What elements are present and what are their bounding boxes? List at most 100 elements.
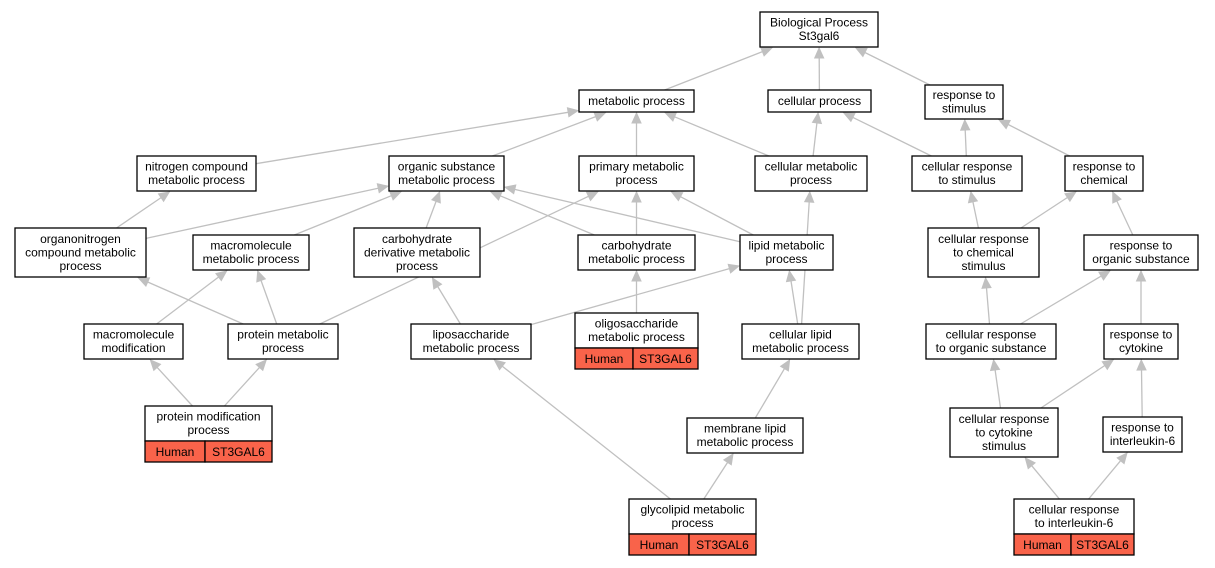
node-label-line: stimulus bbox=[942, 102, 986, 116]
node-label-line: metabolic process bbox=[697, 435, 794, 449]
edge-protein_met-to-macromolecule_met bbox=[260, 280, 278, 325]
edge-lipid-to-primary bbox=[680, 196, 754, 236]
edge-arrowhead-cell_resp_organic-to-cell_resp_chemical bbox=[981, 276, 992, 289]
node-label-line: metabolic process bbox=[588, 94, 685, 108]
gene-cell[interactable] bbox=[688, 533, 757, 556]
node-box bbox=[767, 89, 872, 113]
edge-cellular_lipid-to-lipid bbox=[790, 280, 799, 325]
edge-arrowhead-carb_derivative-to-organic_substance_met bbox=[430, 190, 441, 204]
node-label-line: compound metabolic bbox=[25, 245, 136, 259]
node-box bbox=[1103, 323, 1179, 360]
edge-arrowhead-glycolipid-to-membrane_lipid bbox=[722, 452, 734, 466]
edge-cellular_response_stimulus-to-cellular bbox=[852, 116, 932, 157]
edge-arrowhead-nitrogen-to-metabolic bbox=[566, 107, 580, 118]
node-box bbox=[949, 407, 1059, 458]
edge-arrowhead-cellular_response_stimulus-to-response_stimulus bbox=[959, 118, 971, 131]
node-label-line: process bbox=[615, 173, 657, 187]
go-node-cellular[interactable]: cellular process bbox=[767, 89, 872, 113]
edge-protein_met-to-organonitrogen bbox=[147, 281, 244, 325]
edge-arrowhead-cellular_response_stimulus-to-cellular bbox=[842, 112, 856, 123]
node-box bbox=[924, 84, 1004, 120]
edge-arrowhead-oligosaccharide-to-carbohydrate bbox=[631, 269, 642, 282]
node-box bbox=[754, 155, 868, 192]
node-label-line: organonitrogen bbox=[40, 232, 121, 246]
edge-arrowhead-resp_organic-to-response_chemical bbox=[1112, 190, 1122, 204]
go-node-metabolic[interactable]: metabolic process bbox=[578, 89, 695, 113]
edge-arrowhead-protein_met-to-macromolecule_met bbox=[256, 269, 267, 283]
edge-arrowhead-cellular_met-to-cellular bbox=[811, 111, 823, 125]
edge-arrowhead-liposaccharide-to-lipid bbox=[727, 263, 741, 274]
node-box bbox=[911, 155, 1023, 192]
node-label-line: cellular lipid bbox=[769, 328, 832, 342]
gene-cell[interactable] bbox=[204, 440, 273, 463]
edge-arrowhead-glycolipid-to-liposaccharide bbox=[493, 359, 506, 371]
edge-liposaccharide-to-lipid bbox=[530, 267, 730, 326]
gene-cell[interactable] bbox=[632, 347, 699, 370]
node-box bbox=[927, 227, 1040, 278]
edge-protein_mod-to-macromolecule_mod bbox=[156, 366, 193, 407]
species-label: Human bbox=[156, 445, 195, 459]
edge-cellular_met-to-metabolic bbox=[674, 116, 770, 157]
node-box bbox=[578, 89, 695, 113]
gene-cell[interactable] bbox=[1070, 533, 1135, 556]
node-label-line: response to bbox=[933, 88, 996, 102]
edge-arrowhead-protein_mod-to-macromolecule_mod bbox=[149, 359, 162, 372]
edge-cell_resp_organic-to-resp_organic bbox=[1020, 275, 1102, 325]
edge-arrowhead-membrane_lipid-to-cellular_lipid bbox=[779, 358, 791, 372]
edge-arrowhead-protein_mod-to-protein_met bbox=[255, 359, 268, 372]
node-box bbox=[577, 234, 696, 271]
gene-label: ST3GAL6 bbox=[696, 538, 749, 552]
edge-organonitrogen-to-nitrogen bbox=[116, 197, 162, 229]
edge-macromolecule_met-to-organic_substance_met bbox=[294, 195, 392, 236]
edge-arrowhead-cell_resp_cytokine-to-cell_resp_organic bbox=[989, 358, 1001, 372]
edge-arrowhead-macromolecule_met-to-organic_substance_met bbox=[389, 191, 402, 201]
node-label-line: carbohydrate bbox=[382, 232, 452, 246]
edge-arrowhead-cell_resp_il6-to-resp_il6 bbox=[1116, 452, 1128, 465]
node-label-line: modification bbox=[101, 341, 165, 355]
node-label-line: lipid metabolic bbox=[748, 239, 824, 253]
gene-label: ST3GAL6 bbox=[639, 352, 692, 366]
edge-protein_mod-to-protein_met bbox=[223, 366, 260, 407]
edge-arrowhead-response_chemical-to-response_stimulus bbox=[998, 119, 1011, 130]
node-label-line: derivative metabolic bbox=[364, 245, 470, 259]
node-label-line: to chemical bbox=[953, 245, 1014, 259]
gene-label: ST3GAL6 bbox=[212, 445, 265, 459]
node-box bbox=[83, 323, 184, 360]
node-box bbox=[136, 155, 257, 192]
node-box bbox=[578, 155, 695, 192]
edge-cell_resp_organic-to-cell_resp_chemical bbox=[985, 287, 991, 325]
edge-organic_substance_met-to-metabolic bbox=[492, 115, 596, 157]
edge-arrowhead-cell_resp_organic-to-resp_organic bbox=[1098, 270, 1111, 281]
edge-lipid-to-organic_substance_met bbox=[514, 188, 741, 243]
node-label-line: cellular response bbox=[1029, 503, 1120, 517]
node-label-line: response to bbox=[1111, 421, 1174, 435]
